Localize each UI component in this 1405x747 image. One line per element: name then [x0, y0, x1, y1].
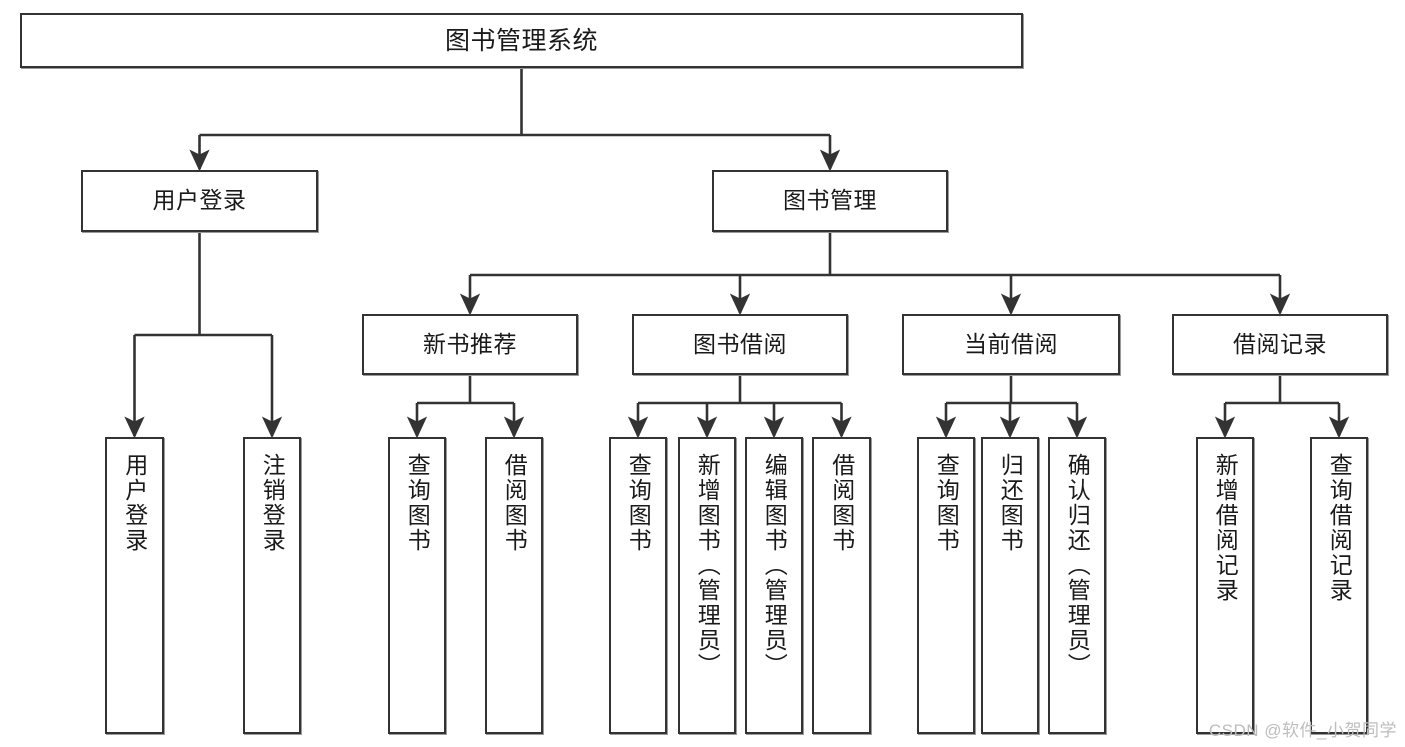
- node-label: 借阅图书: [501, 453, 528, 553]
- node-label: 图书管理: [783, 187, 877, 214]
- node-label: 归还图书: [997, 453, 1024, 553]
- node-root[interactable]: 图书管理系统: [20, 13, 1023, 68]
- watermark-text: CSDN @软件_小贺同学: [1208, 721, 1397, 740]
- node-label: 确认归还（管理员）: [1064, 453, 1091, 678]
- node-label: 新增借阅记录: [1212, 453, 1239, 603]
- node-label: 注销登录: [259, 453, 286, 553]
- node-l-login[interactable]: 用户登录: [105, 437, 164, 734]
- node-r-add[interactable]: 新增借阅记录: [1196, 437, 1254, 734]
- node-label: 图书管理系统: [444, 26, 598, 55]
- node-b-edit[interactable]: 编辑图书（管理员）: [745, 437, 803, 734]
- node-b-add[interactable]: 新增图书（管理员）: [678, 437, 736, 734]
- node-label: 图书借阅: [693, 330, 787, 357]
- node-borrow[interactable]: 图书借阅: [632, 314, 848, 375]
- node-c-query[interactable]: 查询图书: [917, 437, 975, 734]
- node-label: 查询借阅记录: [1326, 453, 1353, 603]
- node-label: 当前借阅: [964, 330, 1058, 357]
- node-login[interactable]: 用户登录: [81, 170, 318, 232]
- node-n-borrow[interactable]: 借阅图书: [485, 437, 543, 734]
- node-current[interactable]: 当前借阅: [902, 314, 1120, 375]
- node-label: 新增图书（管理员）: [694, 453, 721, 678]
- node-label: 借阅记录: [1233, 330, 1327, 357]
- node-bookmgmt[interactable]: 图书管理: [712, 170, 948, 232]
- node-label: 新书推荐: [423, 330, 517, 357]
- node-records[interactable]: 借阅记录: [1172, 314, 1388, 375]
- node-c-return[interactable]: 归还图书: [981, 437, 1039, 734]
- node-c-confirm[interactable]: 确认归还（管理员）: [1048, 437, 1106, 734]
- node-newrec[interactable]: 新书推荐: [362, 314, 578, 375]
- node-b-borrow[interactable]: 借阅图书: [812, 437, 871, 734]
- node-label: 查询图书: [933, 453, 960, 553]
- node-label: 用户登录: [121, 453, 148, 553]
- node-label: 查询图书: [625, 453, 652, 553]
- node-r-query[interactable]: 查询借阅记录: [1310, 437, 1368, 734]
- node-label: 编辑图书（管理员）: [761, 453, 788, 678]
- node-b-query[interactable]: 查询图书: [609, 437, 667, 734]
- node-n-query[interactable]: 查询图书: [388, 437, 446, 734]
- node-l-logout[interactable]: 注销登录: [243, 437, 301, 734]
- node-label: 用户登录: [152, 187, 247, 214]
- node-label: 查询图书: [404, 453, 431, 553]
- edge-group: [124, 68, 1350, 439]
- node-label: 借阅图书: [828, 453, 855, 553]
